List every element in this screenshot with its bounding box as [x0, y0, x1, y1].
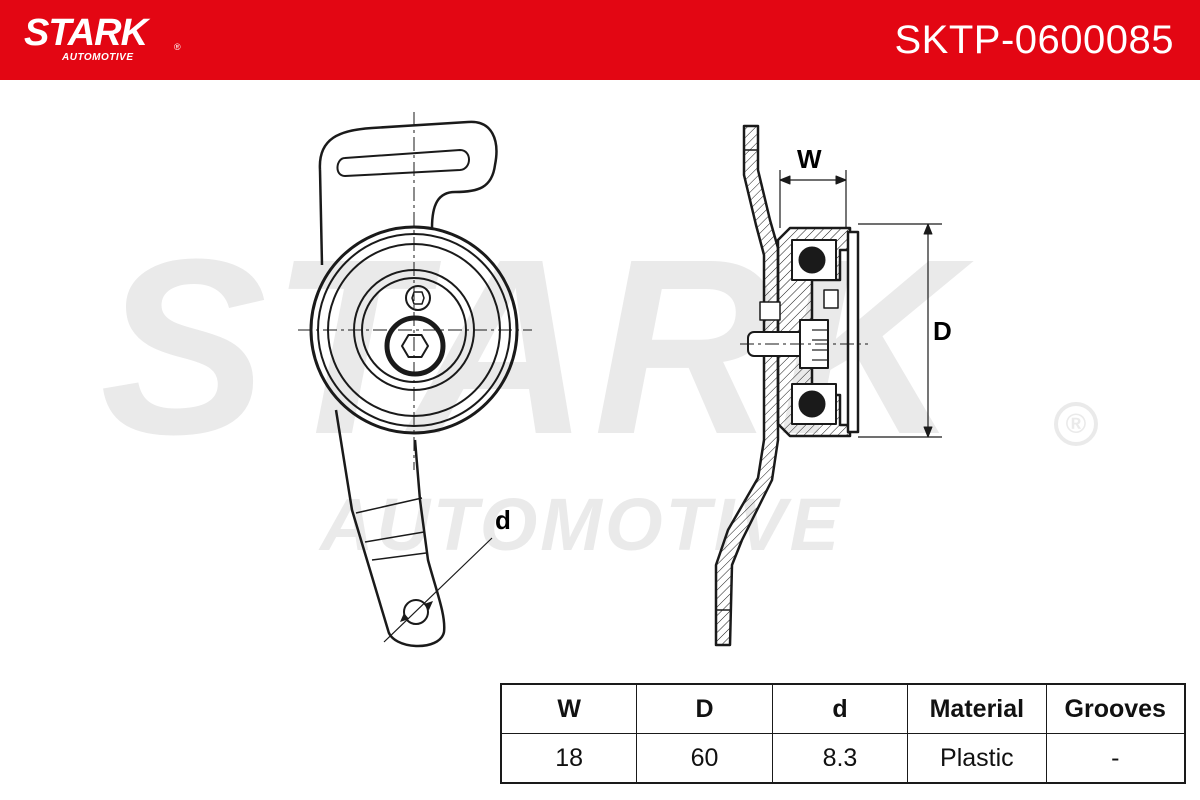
front-view — [298, 112, 532, 648]
bolt-washer — [384, 315, 446, 377]
specs-value-grooves: - — [1045, 733, 1186, 784]
arm-band-line-1 — [355, 497, 423, 514]
mounting-hole — [403, 599, 429, 625]
specs-header-material: Material — [907, 683, 1047, 734]
torx-socket — [411, 291, 425, 305]
specs-table: W D d Material Grooves 18 60 8.3 Plastic… — [500, 683, 1186, 784]
specs-header-d: D — [636, 683, 773, 734]
specs-header-bore: d — [771, 683, 909, 734]
brand-logo: STARK ® AUTOMOTIVE — [24, 12, 184, 70]
locating-pin — [759, 301, 781, 321]
specs-value-d: 60 — [636, 733, 773, 784]
bore-arrow-1 — [400, 613, 409, 622]
specs-value-w: 18 — [500, 733, 638, 784]
dimension-label-w: W — [797, 144, 822, 174]
small-screw — [823, 289, 839, 309]
torx-screw — [405, 285, 431, 311]
specs-header-grooves: Grooves — [1045, 683, 1186, 734]
brand-logo-subtext: AUTOMOTIVE — [62, 52, 134, 63]
watermark-registered-mark: ® — [1054, 402, 1098, 446]
brand-logo-text: STARK — [24, 12, 148, 54]
mounting-plate — [714, 124, 780, 647]
width-arrow-right — [835, 175, 847, 185]
hex-bolt-head — [401, 334, 429, 358]
pulley-rim — [846, 230, 860, 434]
side-view — [714, 124, 942, 647]
tensioner-arm-left-edge — [318, 169, 324, 266]
header-bar: STARK ® AUTOMOTIVE SKTP-0600085 — [0, 0, 1200, 80]
bore-arrow-2 — [424, 601, 433, 610]
specs-header-w: W — [500, 683, 638, 734]
specs-value-material: Plastic — [907, 733, 1047, 784]
part-number: SKTP-0600085 — [894, 18, 1174, 62]
bore-dimension-leader — [383, 537, 493, 643]
diameter-arrow-top — [923, 223, 933, 235]
adjustment-slot — [336, 149, 470, 177]
arm-band-line-3 — [371, 552, 427, 561]
specs-header-row: W D d Material Grooves — [500, 683, 1186, 734]
front-centerlines — [298, 112, 532, 470]
bearing-ball-lower — [798, 390, 826, 418]
diameter-arrow-bottom — [923, 426, 933, 438]
specs-value-row: 18 60 8.3 Plastic - — [500, 733, 1186, 784]
dimension-label-bore: d — [495, 505, 511, 535]
brand-registered-mark: ® — [174, 42, 181, 52]
specs-value-bore: 8.3 — [771, 733, 909, 784]
diameter-dimension — [858, 223, 942, 438]
technical-drawing — [298, 112, 942, 648]
width-arrow-left — [779, 175, 791, 185]
bearing-ball-upper — [798, 246, 826, 274]
dimension-label-d: D — [933, 316, 952, 346]
arm-band-line-2 — [364, 531, 425, 543]
tensioner-arm-lower — [334, 409, 446, 648]
tensioner-arm-upper — [318, 120, 498, 229]
